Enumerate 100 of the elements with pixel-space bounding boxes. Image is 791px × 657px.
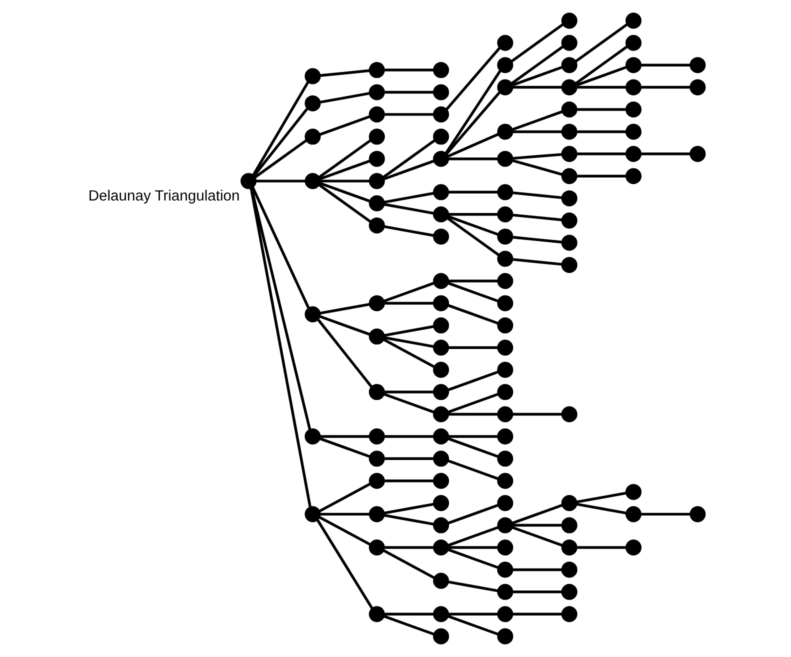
node-circle: [560, 562, 577, 578]
node-circle: [368, 606, 384, 622]
connector: [384, 203, 434, 215]
node-circle: [432, 406, 449, 422]
connector: [447, 615, 498, 636]
node-circle: [624, 168, 642, 184]
node-circle: [496, 517, 513, 534]
connector: [384, 113, 433, 116]
connector: [447, 392, 498, 414]
connector: [320, 435, 369, 438]
node-circle: [496, 628, 513, 644]
connector: [383, 392, 434, 414]
connector: [512, 214, 562, 222]
connector: [316, 519, 373, 610]
node-circle: [560, 146, 577, 162]
connector: [318, 139, 371, 178]
node-circle: [304, 128, 320, 145]
connector: [512, 412, 562, 416]
connector: [318, 516, 370, 546]
node-circle: [560, 79, 577, 96]
connector: [512, 258, 562, 266]
connector: [382, 139, 435, 178]
connector: [256, 180, 305, 182]
node-circle: [368, 195, 384, 212]
node-circle: [496, 295, 513, 312]
connector: [448, 158, 498, 160]
connector: [319, 115, 370, 136]
connector: [384, 546, 433, 549]
node-circle: [560, 12, 577, 29]
connector: [576, 130, 626, 134]
connector: [640, 64, 690, 66]
node-circle: [624, 79, 642, 96]
node-circle: [240, 173, 256, 190]
node-circle: [560, 606, 577, 622]
connector: [640, 512, 690, 516]
connector: [319, 437, 370, 458]
connector: [384, 502, 434, 514]
node-circle: [432, 62, 449, 78]
connector: [319, 160, 370, 180]
node-circle: [304, 428, 320, 444]
connector: [576, 152, 626, 156]
connector: [444, 70, 501, 154]
node-circle: [496, 562, 513, 578]
node-circle: [496, 206, 513, 222]
node-circle: [432, 362, 449, 378]
connector: [448, 580, 498, 592]
node-circle: [560, 584, 577, 600]
connector: [447, 504, 498, 524]
node-circle: [432, 517, 449, 534]
node-circle: [689, 79, 706, 96]
node-circle: [432, 128, 449, 145]
connector: [445, 47, 500, 110]
node-circle: [560, 234, 577, 251]
connector: [251, 186, 310, 308]
connector: [576, 66, 626, 86]
connector: [384, 336, 434, 348]
connector: [512, 153, 562, 160]
node-circle: [624, 57, 642, 74]
node-circle: [689, 506, 706, 522]
connector: [383, 282, 434, 302]
connector: [512, 130, 562, 134]
node-circle: [368, 128, 384, 145]
connector: [448, 190, 498, 194]
connector: [512, 236, 562, 244]
node-circle: [432, 628, 449, 644]
connector: [320, 69, 369, 77]
connector: [384, 514, 434, 526]
connector: [512, 504, 562, 524]
connector: [512, 590, 562, 594]
connector: [448, 612, 498, 616]
node-circle: [496, 472, 513, 489]
connector: [384, 390, 433, 394]
connector: [447, 526, 498, 547]
connector: [448, 346, 498, 349]
node-circle: [624, 484, 642, 500]
node-circle: [560, 101, 577, 118]
connector: [510, 23, 564, 62]
node-circle: [368, 106, 384, 122]
node-circle: [368, 173, 384, 190]
node-circle: [496, 362, 513, 378]
node-circle: [560, 212, 577, 229]
node-circle: [432, 384, 449, 400]
node-circle: [496, 184, 513, 200]
connector: [382, 338, 434, 368]
connector: [448, 435, 498, 438]
connector: [512, 524, 562, 527]
node-label: Delaunay Triangulation: [88, 188, 240, 204]
node-circle: [496, 450, 513, 467]
connector: [382, 549, 434, 579]
node-circle: [496, 250, 513, 267]
node-circle: [496, 406, 513, 422]
connector: [640, 86, 690, 89]
connector: [447, 437, 498, 458]
connector: [447, 370, 498, 392]
connector: [384, 457, 433, 460]
connector: [384, 325, 434, 337]
connector: [448, 546, 498, 549]
connector: [512, 191, 562, 200]
connector: [384, 192, 434, 204]
connector: [576, 492, 626, 504]
